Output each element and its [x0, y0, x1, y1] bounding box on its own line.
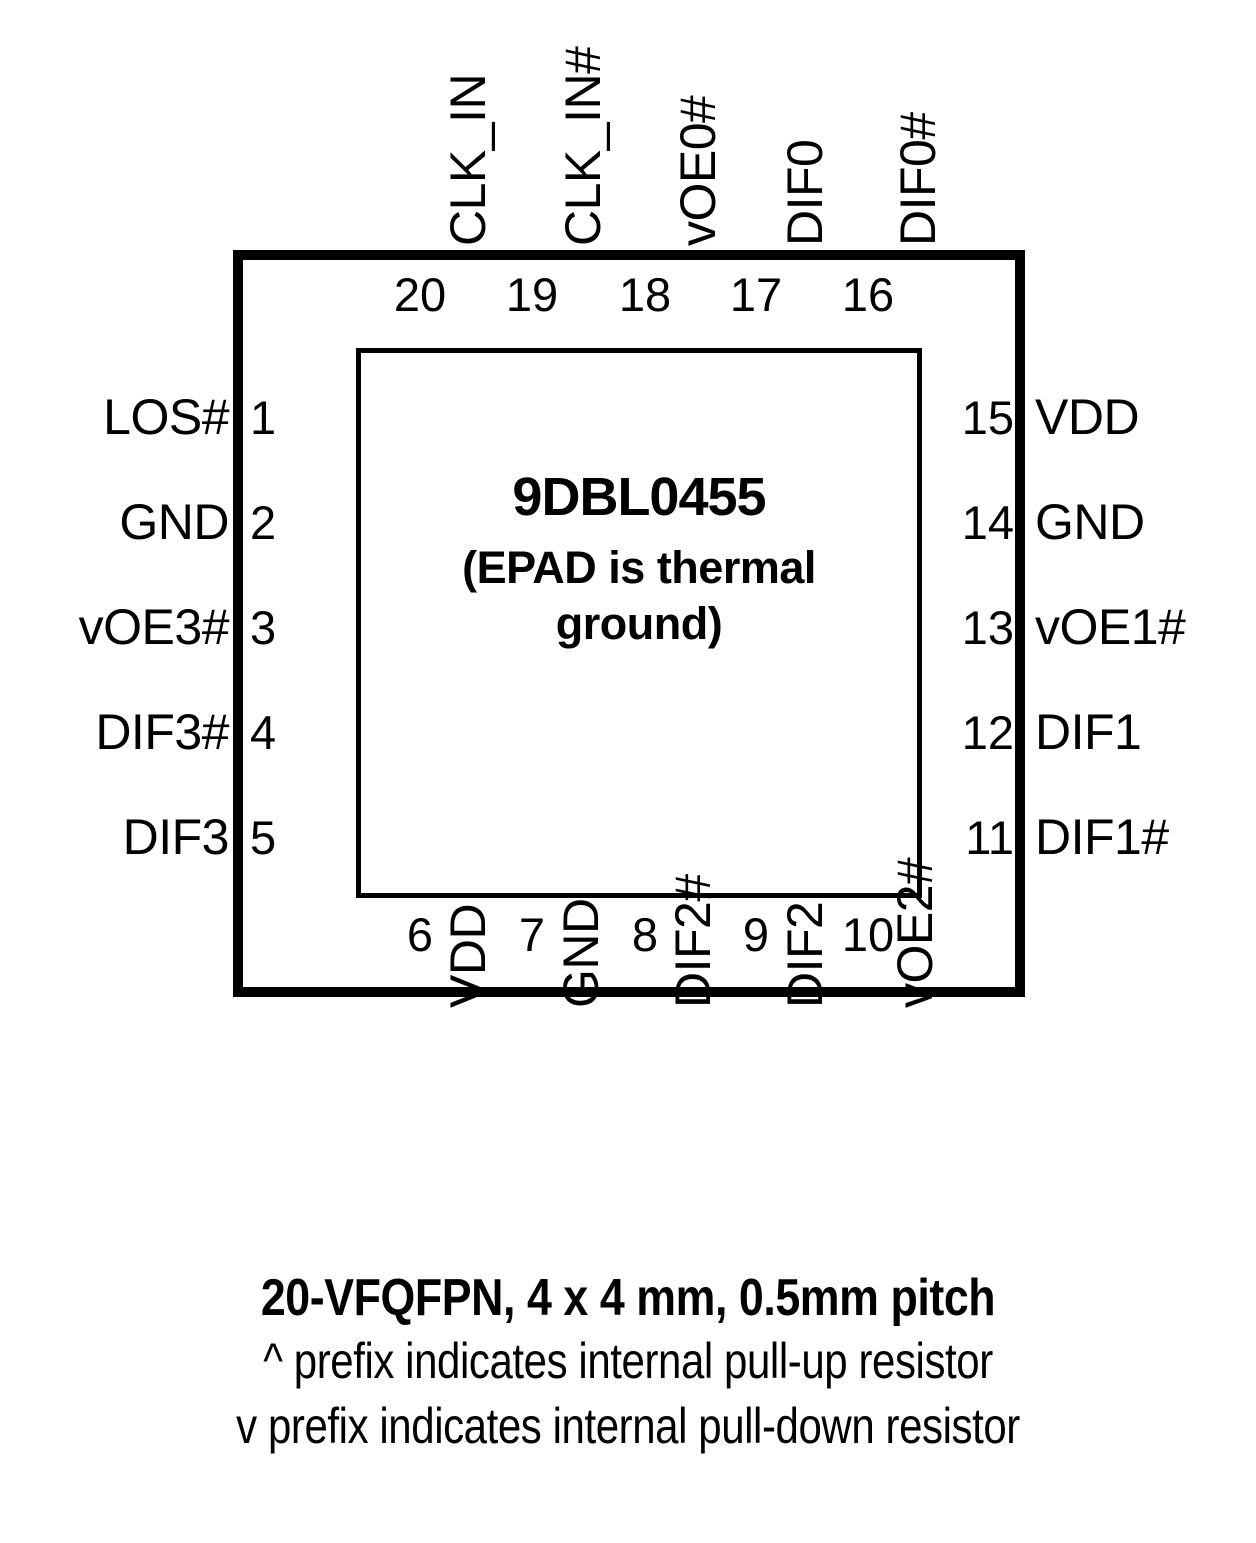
pin-number-20: 20	[393, 268, 447, 321]
pin-label-top-16: DIF0#	[890, 112, 946, 246]
epad-note-line-1: (EPAD is thermal	[462, 542, 816, 593]
pin-number-15: 15	[961, 391, 1014, 444]
pin-label-bottom-8: DIF2#	[665, 874, 721, 1008]
epad-box	[356, 348, 922, 898]
pin-label-left-1: LOS#	[103, 389, 229, 445]
pin-label-right-13: vOE1#	[1035, 599, 1186, 655]
pin-label-bottom-7: GND	[553, 898, 609, 1008]
pin-number-3: 3	[250, 601, 277, 654]
package-spec-text: 20-VFQFPN, 4 x 4 mm, 0.5mm pitch	[260, 1269, 996, 1327]
pin-number-4: 4	[250, 706, 277, 759]
pulldown-legend-text: v prefix indicates internal pull-down re…	[236, 1398, 1020, 1455]
pin-label-left-4: DIF3#	[95, 704, 229, 760]
pin-number-5: 5	[250, 811, 277, 864]
pin-label-bottom-9: DIF2	[777, 901, 833, 1008]
pin-label-top-17: DIF0	[777, 139, 833, 246]
pin-number-11: 11	[965, 811, 1014, 864]
epad-text-block: 9DBL0455 (EPAD is thermal ground)	[356, 470, 922, 653]
pin-label-top-19: CLK_IN#	[555, 46, 611, 246]
pin-label-top-20: CLK_IN	[440, 73, 496, 246]
pin-number-18: 18	[618, 268, 672, 321]
pin-label-left-2: GND	[119, 494, 229, 550]
pin-label-bottom-10: vOE2#	[887, 857, 943, 1008]
pin-label-right-14: GND	[1035, 494, 1145, 550]
pullup-legend-text: ^ prefix indicates internal pull-up resi…	[263, 1333, 993, 1390]
pin-label-right-15: VDD	[1035, 389, 1140, 445]
pin-label-top-18: vOE0#	[670, 95, 726, 246]
pin-number-1: 1	[250, 391, 277, 444]
pin-label-right-12: DIF1	[1035, 704, 1142, 760]
pin-number-10: 10	[841, 908, 895, 961]
pin-number-12: 12	[961, 706, 1014, 759]
part-number-label: 9DBL0455	[512, 467, 766, 527]
epad-note-line-2: ground)	[555, 598, 723, 650]
pin-number-2: 2	[250, 496, 277, 549]
pin-number-14: 14	[961, 496, 1014, 549]
pin-number-19: 19	[505, 268, 559, 321]
pin-number-17: 17	[729, 268, 783, 321]
pin-number-7: 7	[518, 908, 546, 961]
pin-label-left-5: DIF3	[122, 809, 230, 865]
pin-label-right-11: DIF1#	[1035, 809, 1169, 865]
pin-number-13: 13	[961, 601, 1014, 654]
caption-block: 20-VFQFPN, 4 x 4 mm, 0.5mm pitch ^ prefi…	[0, 1268, 1256, 1459]
pin-number-16: 16	[841, 268, 895, 321]
pin-number-6: 6	[406, 908, 434, 961]
pin-label-left-3: vOE3#	[78, 599, 230, 655]
pin-label-bottom-6: VDD	[440, 903, 496, 1008]
pin-number-8: 8	[631, 908, 659, 961]
pin-number-9: 9	[742, 908, 770, 961]
